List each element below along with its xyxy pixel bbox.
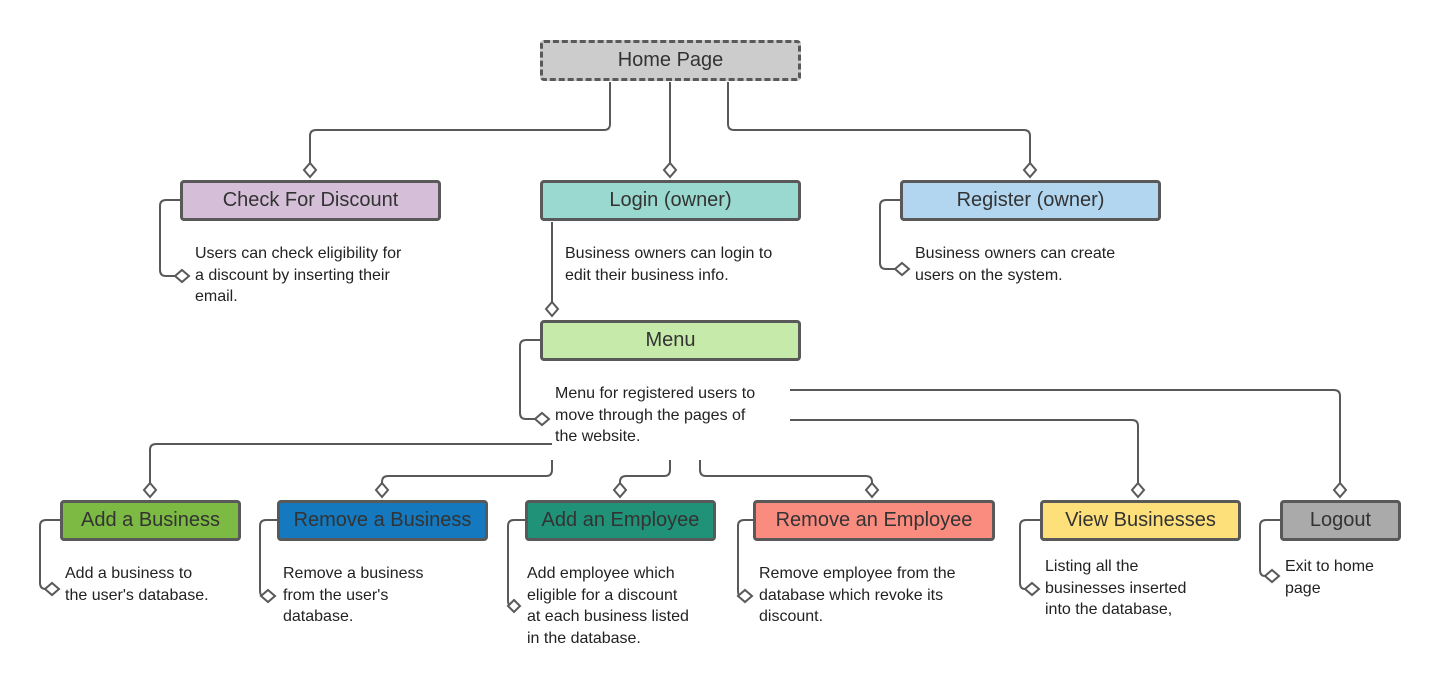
menu-note: Menu for registered users to move throug… xyxy=(555,385,756,445)
register-owner-node[interactable]: Register (owner) xyxy=(900,180,1161,221)
add-employee-note: Add employee which eligible for a discou… xyxy=(527,565,689,647)
menu-label: Menu xyxy=(645,329,696,351)
check-for-discount-node[interactable]: Check For Discount xyxy=(180,180,441,221)
login-owner-node[interactable]: Login (owner) xyxy=(540,180,801,221)
view-businesses-node[interactable]: View Businesses xyxy=(1040,500,1241,541)
remove-business-note: Remove a business from the user's databa… xyxy=(283,565,424,625)
remove-employee-label: Remove an Employee xyxy=(775,509,973,531)
remove-business-label: Remove a Business xyxy=(293,509,472,531)
add-business-label: Add a Business xyxy=(81,509,220,531)
home-page-node[interactable]: Home Page xyxy=(540,40,801,81)
login-owner-label: Login (owner) xyxy=(609,189,732,211)
remove-employee-node[interactable]: Remove an Employee xyxy=(753,500,995,541)
logout-node[interactable]: Logout xyxy=(1280,500,1401,541)
add-employee-node[interactable]: Add an Employee xyxy=(525,500,716,541)
logout-note: Exit to home page xyxy=(1285,558,1374,597)
menu-node[interactable]: Menu xyxy=(540,320,801,361)
logout-label: Logout xyxy=(1309,509,1372,531)
register-owner-label: Register (owner) xyxy=(956,189,1105,211)
add-business-node[interactable]: Add a Business xyxy=(60,500,241,541)
view-businesses-note: Listing all the businesses inserted into… xyxy=(1045,558,1187,618)
view-businesses-label: View Businesses xyxy=(1065,509,1216,531)
register-note: Business owners can create users on the … xyxy=(915,245,1116,284)
add-business-note: Add a business to the user's database. xyxy=(65,565,209,604)
login-note: Business owners can login to edit their … xyxy=(565,245,773,284)
remove-employee-note: Remove employee from the database which … xyxy=(759,565,956,625)
remove-business-node[interactable]: Remove a Business xyxy=(277,500,488,541)
check-discount-note: Users can check eligibility for a discou… xyxy=(195,245,402,305)
add-employee-label: Add an Employee xyxy=(541,509,700,531)
check-for-discount-label: Check For Discount xyxy=(222,189,399,211)
home-page-label: Home Page xyxy=(617,49,724,71)
